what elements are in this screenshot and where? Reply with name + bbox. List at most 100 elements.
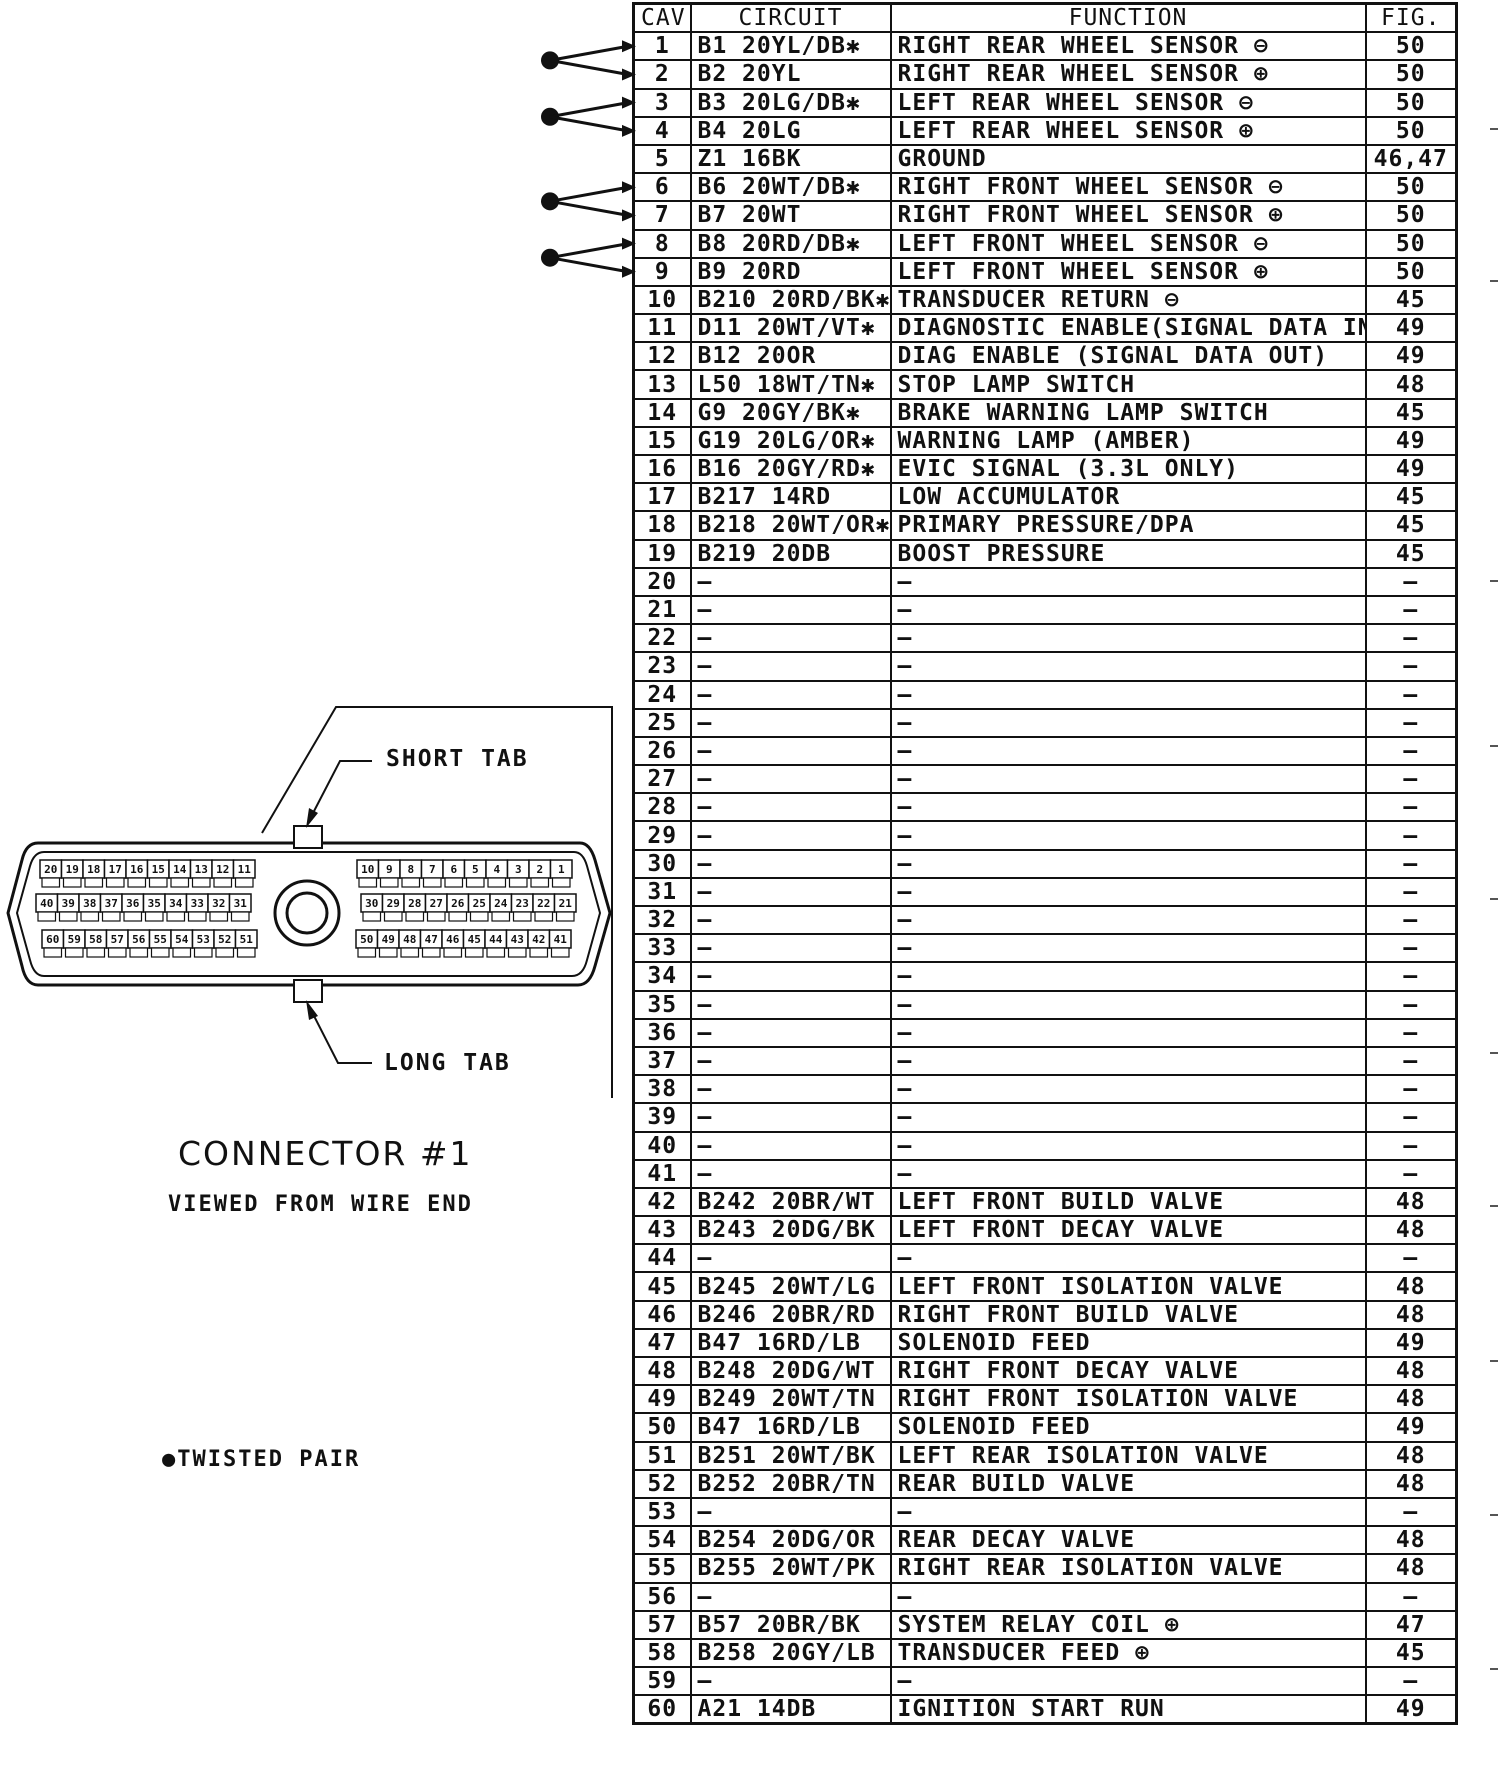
circuit-cell: B218 20WT/OR✱: [689, 510, 892, 541]
cav-cell: 26: [632, 735, 692, 767]
function-cell: —: [889, 1581, 1367, 1612]
pin-number-label: 21: [559, 897, 573, 910]
table-row: 25———: [632, 707, 1458, 738]
fig-cell: —: [1364, 1496, 1458, 1528]
fig-cell: 45: [1364, 284, 1458, 316]
cav-cell: 13: [632, 369, 692, 400]
pin-latch: [358, 877, 378, 888]
fig-cell: 45: [1364, 1637, 1458, 1669]
pin-number-label: 17: [109, 863, 122, 876]
function-cell: RIGHT FRONT DECAY VALVE: [889, 1355, 1367, 1387]
long-tab-arrowhead: [306, 1000, 318, 1020]
fig-cell: 48: [1364, 1553, 1458, 1584]
circuit-cell: B12 20OR: [689, 341, 892, 372]
table-header-row: CAV CIRCUIT FUNCTION FIG.: [632, 2, 1458, 34]
pin-latch: [37, 911, 57, 922]
pin-number-label: 6: [450, 863, 457, 876]
pin-number-label: 48: [403, 933, 416, 946]
fig-cell: —: [1364, 1017, 1458, 1048]
pin-number-label: 24: [494, 897, 508, 910]
fig-cell: 48: [1364, 1186, 1458, 1218]
pin-number-label: 10: [361, 863, 374, 876]
circuit-cell: Z1 16BK: [689, 143, 892, 175]
function-cell: RIGHT FRONT WHEEL SENSOR ⊖: [889, 172, 1367, 203]
function-cell: RIGHT FRONT ISOLATION VALVE: [889, 1384, 1367, 1415]
function-cell: —: [889, 566, 1367, 597]
cav-cell: 59: [632, 1666, 692, 1697]
short-tab: [293, 825, 323, 849]
pin-number-label: 12: [216, 863, 229, 876]
fig-cell: —: [1364, 1045, 1458, 1077]
function-cell: —: [889, 989, 1367, 1020]
connector-subtitle: VIEWED FROM WIRE END: [168, 1192, 473, 1217]
connector-inner-shell: [15, 851, 602, 977]
cav-cell: 55: [632, 1553, 692, 1584]
cav-cell: 37: [632, 1045, 692, 1077]
table-row: 36———: [632, 1017, 1458, 1048]
pin-latch: [443, 947, 463, 958]
pin-latch: [383, 911, 403, 922]
pair-arrowhead: [622, 40, 636, 53]
table-row: 20———: [632, 566, 1458, 597]
circuit-cell: —: [689, 651, 892, 682]
pin-number-label: 35: [148, 897, 161, 910]
circuit-cell: —: [689, 679, 892, 710]
circuit-cell: B254 20DG/OR: [689, 1525, 892, 1556]
pin-latch: [170, 877, 190, 888]
pin-latch: [448, 911, 468, 922]
pair-wire-line: [549, 44, 629, 62]
cav-cell: 20: [632, 566, 692, 597]
table-row: 37———: [632, 1045, 1458, 1077]
table-row: 30———: [632, 848, 1458, 879]
function-cell: —: [889, 707, 1367, 738]
pin-number-label: 34: [169, 897, 183, 910]
pair-wire-line: [549, 101, 629, 119]
pin-number-label: 43: [511, 933, 524, 946]
cav-cell: 9: [632, 256, 692, 287]
circuit-cell: —: [689, 848, 892, 879]
table-row: 27———: [632, 764, 1458, 795]
function-cell: BRAKE WARNING LAMP SWITCH: [889, 397, 1367, 428]
edge-tick: [1490, 898, 1498, 900]
cav-cell: 47: [632, 1327, 692, 1359]
fig-cell: —: [1364, 623, 1458, 654]
circuit-cell: —: [689, 566, 892, 597]
function-cell: LEFT REAR ISOLATION VALVE: [889, 1440, 1367, 1471]
circuit-cell: L50 18WT/TN✱: [689, 369, 892, 400]
function-cell: RIGHT REAR WHEEL SENSOR ⊖: [889, 31, 1367, 62]
pin-number-label: 36: [126, 897, 140, 910]
circuit-cell: B210 20RD/BK✱: [689, 284, 892, 316]
pin-latch: [550, 947, 570, 958]
pin-latch: [172, 947, 192, 958]
cav-cell: 23: [632, 651, 692, 682]
fig-cell: —: [1364, 1243, 1458, 1274]
pin-number-label: 22: [537, 897, 550, 910]
pin-number-label: 18: [87, 863, 100, 876]
pin-latch: [84, 877, 104, 888]
pin-latch: [191, 877, 211, 888]
cav-cell: 41: [632, 1158, 692, 1189]
pin-number-label: 50: [360, 933, 373, 946]
fig-cell: 45: [1364, 510, 1458, 541]
function-cell: —: [889, 933, 1367, 964]
function-cell: —: [889, 1130, 1367, 1161]
circuit-cell: B47 16RD/LB: [689, 1412, 892, 1443]
pin-number-label: 16: [130, 863, 144, 876]
fig-cell: 49: [1364, 1694, 1458, 1725]
cav-cell: 1: [632, 31, 692, 62]
circuit-cell: —: [689, 792, 892, 823]
pin-latch: [555, 911, 575, 922]
circuit-cell: B219 20DB: [689, 538, 892, 569]
function-cell: —: [889, 764, 1367, 795]
function-cell: —: [889, 1496, 1367, 1528]
cav-cell: 57: [632, 1609, 692, 1640]
